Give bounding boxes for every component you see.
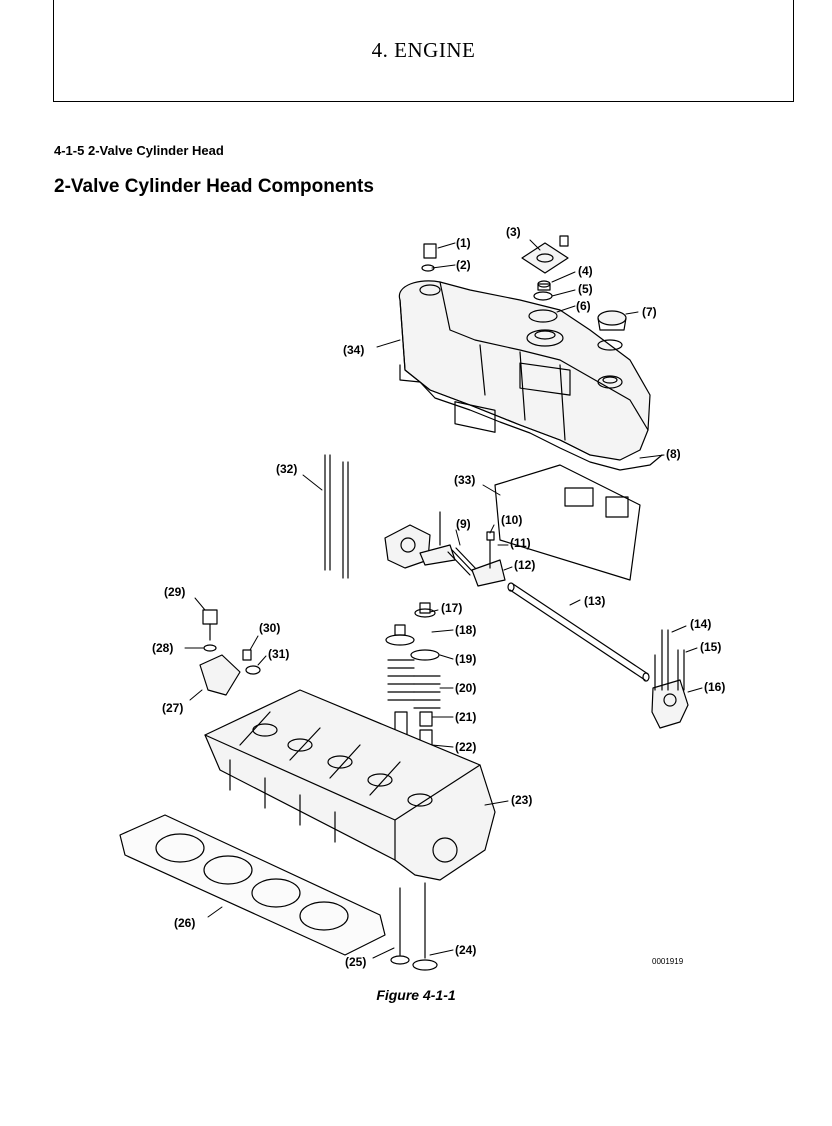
callout-32: (32)	[276, 462, 297, 476]
callout-15: (15)	[700, 640, 721, 654]
callout-23: (23)	[511, 793, 532, 807]
callout-20: (20)	[455, 681, 476, 695]
plate-block-2	[605, 496, 629, 518]
figure-caption: Figure 4-1-1	[376, 987, 456, 1003]
callout-3: (3)	[506, 225, 521, 239]
callout-18: (18)	[455, 623, 476, 637]
callout-2: (2)	[456, 258, 471, 272]
callout-5: (5)	[578, 282, 593, 296]
shaft-support-drawing	[651, 629, 689, 729]
valve-bridge-drawing	[199, 609, 261, 696]
callout-27: (27)	[162, 701, 183, 715]
chapter-header-box: 4. ENGINE	[53, 0, 794, 102]
callout-21: (21)	[455, 710, 476, 724]
callout-7: (7)	[642, 305, 657, 319]
callout-10: (10)	[501, 513, 522, 527]
callout-31: (31)	[268, 647, 289, 661]
rocker-plate-drawing	[494, 464, 641, 581]
plate-block	[564, 487, 594, 507]
callout-13: (13)	[584, 594, 605, 608]
cylinder-head-drawing	[204, 689, 496, 881]
figure-code: 0001919	[652, 957, 684, 966]
callout-1: (1)	[456, 236, 471, 250]
valve-cover-drawing	[398, 280, 651, 461]
callout-25: (25)	[345, 955, 366, 969]
callout-29: (29)	[164, 585, 185, 599]
chapter-title: 4. ENGINE	[371, 38, 476, 62]
callout-30: (30)	[259, 621, 280, 635]
callout-22: (22)	[455, 740, 476, 754]
diagram-svg: (1) (2) (3) (4) (5) (6) (7) (8) (9) (10)…	[119, 225, 725, 971]
callout-34: (34)	[343, 343, 364, 357]
callout-11: (11)	[510, 536, 531, 550]
head-gasket-drawing	[119, 814, 386, 956]
callout-17: (17)	[441, 601, 462, 615]
callout-9: (9)	[456, 517, 471, 531]
valves-drawing	[390, 882, 438, 971]
callout-8: (8)	[666, 447, 681, 461]
callout-19: (19)	[455, 652, 476, 666]
callout-33: (33)	[454, 473, 475, 487]
cover-gasket-drawing	[399, 364, 663, 471]
exploded-view-diagram: (1) (2) (3) (4) (5) (6) (7) (8) (9) (10)…	[0, 200, 832, 990]
section-heading: 2-Valve Cylinder Head Components	[54, 176, 374, 197]
callout-24: (24)	[455, 943, 476, 957]
rocker-shaft-drawing	[509, 583, 649, 681]
callout-4: (4)	[578, 264, 593, 278]
callout-26: (26)	[174, 916, 195, 930]
section-number-title: 4-1-5 2-Valve Cylinder Head	[54, 143, 224, 158]
rocker-arm-drawing	[384, 511, 506, 587]
callout-leaders	[184, 239, 703, 959]
callout-labels: (1) (2) (3) (4) (5) (6) (7) (8) (9) (10)…	[152, 225, 725, 969]
callout-14: (14)	[690, 617, 711, 631]
callout-16: (16)	[704, 680, 725, 694]
callout-12: (12)	[514, 558, 535, 572]
callout-28: (28)	[152, 641, 173, 655]
breather-parts-drawing	[421, 235, 627, 351]
callout-6: (6)	[576, 299, 591, 313]
